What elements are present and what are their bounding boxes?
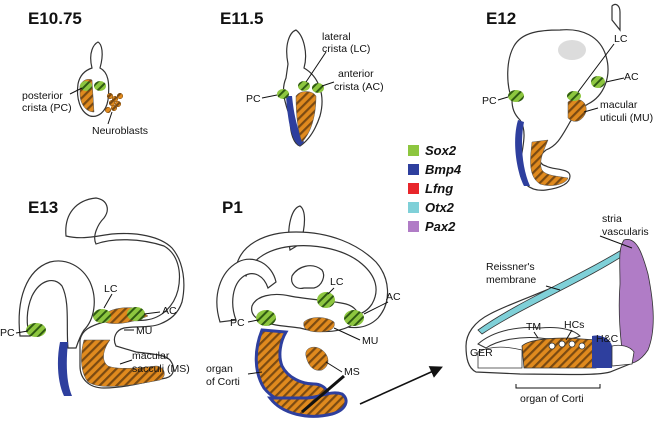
cochlear-canal-lumen (558, 40, 586, 60)
otocyst-e115 (277, 29, 324, 147)
otocyst-e1075 (76, 41, 124, 117)
legend-label-otx2: Otx2 (425, 200, 455, 215)
label-lc-e12: LC (614, 33, 628, 45)
label-mu-e13: MU (136, 325, 152, 337)
label-posterior-crista-1: posterior (22, 90, 63, 102)
legend: Sox2 Bmp4 Lfng Otx2 Pax2 (408, 143, 462, 234)
label-ac-e13: AC (162, 305, 177, 317)
label-lc-e13: LC (104, 283, 118, 295)
label-pc-p1: PC (230, 317, 245, 329)
label-hcs: HCs (564, 319, 584, 331)
label-macular-sacculi-1: macular (132, 350, 170, 362)
stage-label-e12: E12 (486, 9, 516, 28)
stage-label-e115: E11.5 (220, 9, 264, 28)
label-anterior-crista-1: anterior (338, 68, 374, 80)
label-ac-p1: AC (386, 291, 401, 303)
label-lc-p1: LC (330, 276, 344, 288)
cochlear-duct-section (465, 239, 654, 389)
label-anterior-crista-2: crista (AC) (334, 81, 384, 93)
label-hc: H&C (596, 333, 619, 345)
label-pc-e12: PC (482, 95, 497, 107)
legend-swatch-bmp4 (408, 164, 419, 175)
legend-swatch-otx2 (408, 202, 419, 213)
legend-swatch-pax2 (408, 221, 419, 232)
section-arrow (359, 366, 443, 405)
label-macular-utriculi-2: uticuli (MU) (600, 112, 653, 124)
label-organ-of-corti-right: organ of Corti (520, 393, 584, 405)
label-macular-utriculi-1: macular (600, 99, 638, 111)
label-neuroblasts: Neuroblasts (92, 125, 148, 137)
stage-label-e1075: E10.75 (28, 9, 82, 28)
stage-label-e13: E13 (28, 198, 58, 217)
legend-label-bmp4: Bmp4 (425, 162, 462, 177)
inner-ear-e13 (18, 197, 185, 396)
legend-swatch-lfng (408, 183, 419, 194)
label-stria-vascularis-1: stria (602, 213, 622, 225)
inner-ear-p1 (216, 205, 389, 418)
label-reissners-membrane-1: Reissner's (486, 261, 535, 273)
label-ms-p1: MS (344, 366, 360, 378)
label-posterior-crista-2: crista (PC) (22, 102, 72, 114)
legend-label-sox2: Sox2 (425, 143, 457, 158)
label-organ-of-corti-left-1: organ (206, 363, 233, 375)
label-organ-of-corti-left-2: of Corti (206, 376, 240, 388)
legend-swatch-sox2 (408, 145, 419, 156)
label-lateral-crista-2: crista (LC) (322, 43, 370, 55)
legend-label-pax2: Pax2 (425, 219, 456, 234)
legend-label-lfng: Lfng (425, 181, 453, 196)
inner-ear-e12 (507, 3, 621, 191)
label-ac-e12: AC (624, 71, 639, 83)
label-reissners-membrane-2: membrane (486, 274, 536, 286)
neuroblasts-cluster (104, 92, 124, 114)
section-cut-line (301, 374, 345, 414)
label-ger: GER (470, 347, 493, 359)
label-tm: TM (526, 321, 541, 333)
label-lateral-crista-1: lateral (322, 31, 351, 43)
label-mu-p1: MU (362, 335, 378, 347)
label-pc-e13: PC (0, 327, 15, 339)
label-pc-e115: PC (246, 93, 261, 105)
stage-label-p1: P1 (222, 198, 243, 217)
label-stria-vascularis-2: vascularis (602, 226, 649, 238)
label-macular-sacculi-2: sacculi (MS) (132, 363, 190, 375)
